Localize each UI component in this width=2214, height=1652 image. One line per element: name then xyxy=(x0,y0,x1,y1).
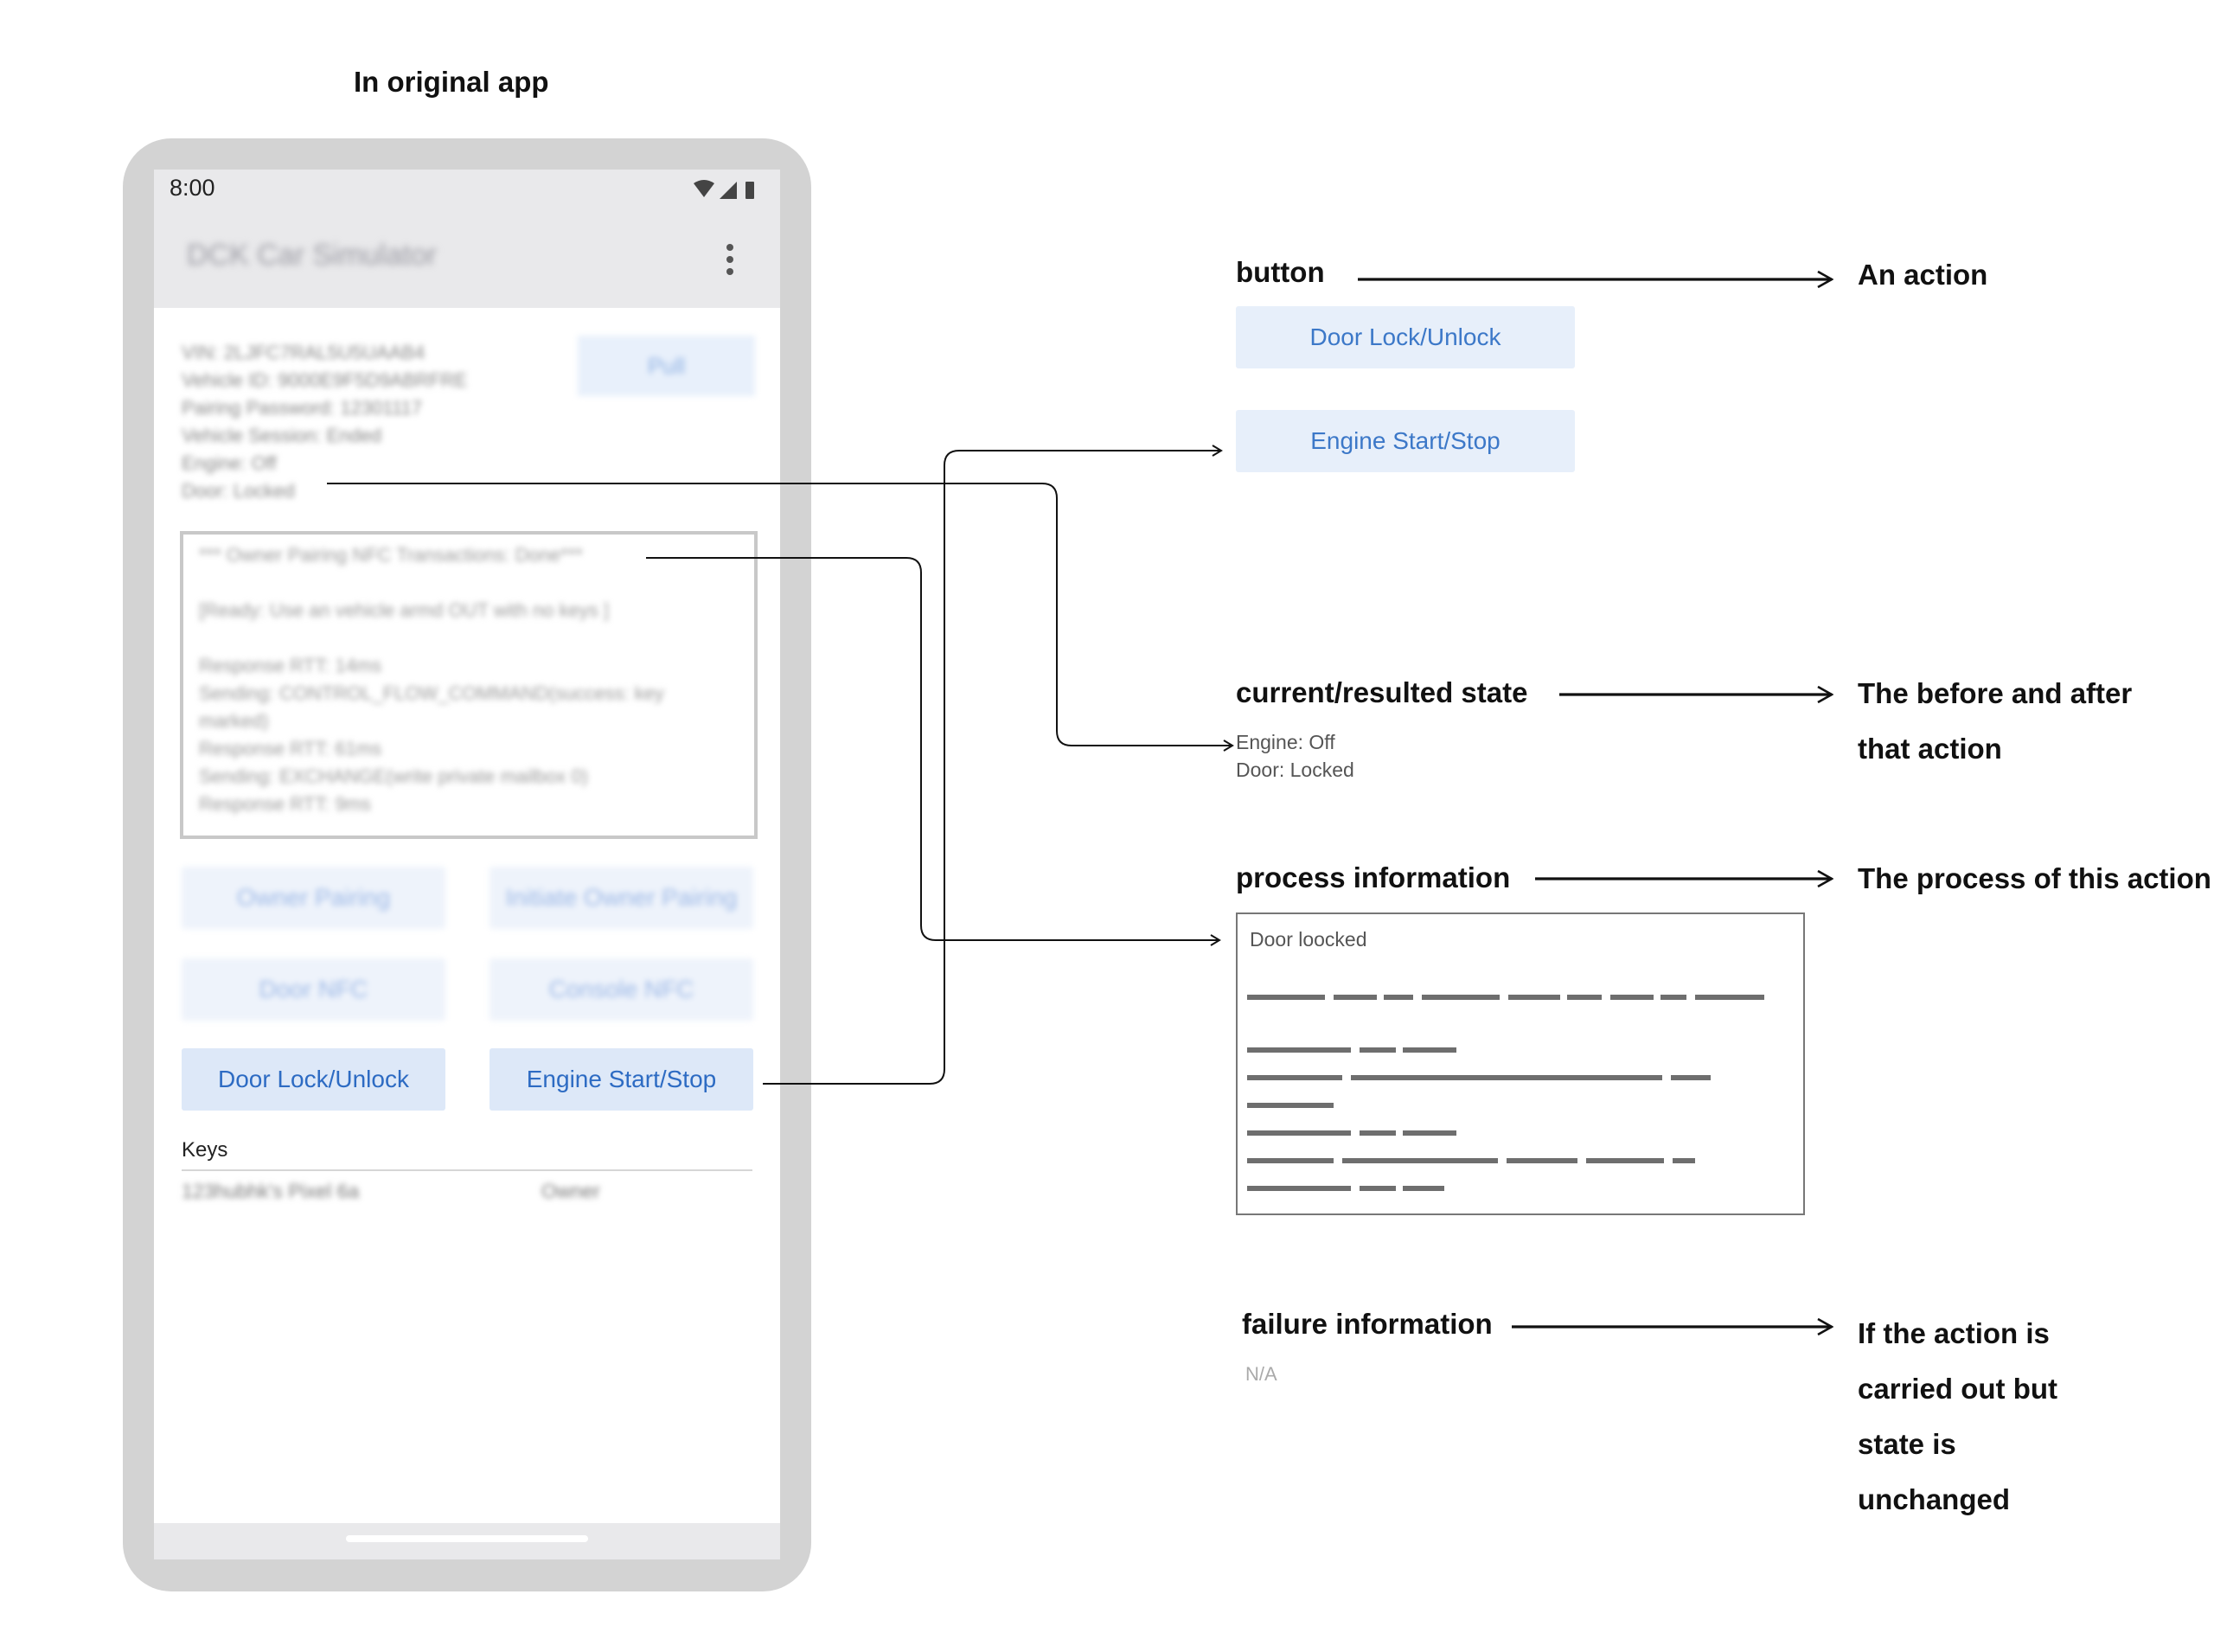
log-line: [Ready: Use an vehicle armd OUT with no … xyxy=(199,599,610,621)
process-box-title: Door loocked xyxy=(1250,928,1367,951)
door-state: Door: Locked xyxy=(1236,759,1354,781)
failure-heading: failure information xyxy=(1242,1308,1493,1340)
phone-screen: 8:00 DCK Car Simulator VIN: 2LJFC7RAL5U5… xyxy=(154,170,780,1559)
failure-description: If the action is carried out but state i… xyxy=(1858,1317,2058,1515)
log-line: Response RTT: 61ms xyxy=(199,738,382,759)
status-icons xyxy=(694,180,754,199)
keys-label: Keys xyxy=(182,1138,228,1162)
engine-start-stop-button[interactable]: Engine Start/Stop xyxy=(490,1048,753,1111)
process-description: The process of this action xyxy=(1858,862,2211,894)
process-placeholder-lines xyxy=(1247,995,1764,1191)
log-line: Response RTT: 9ms xyxy=(199,793,371,815)
log-line xyxy=(199,569,664,597)
home-indicator[interactable] xyxy=(346,1535,588,1542)
failure-value: N/A xyxy=(1245,1363,1277,1385)
button-heading: button xyxy=(1236,256,1325,288)
key-device-name: 123hubhk's Pixel 6a xyxy=(182,1180,360,1202)
pull-button[interactable]: Pull xyxy=(578,336,755,396)
owner-pairing-button[interactable]: Owner Pairing xyxy=(182,867,445,929)
door-lock-unlock-sample-button[interactable]: Door Lock/Unlock xyxy=(1236,306,1575,368)
app-title: DCK Car Simulator xyxy=(187,239,438,272)
more-options-icon[interactable] xyxy=(726,244,735,275)
process-info-box: Door loocked xyxy=(1236,912,1805,1215)
wifi-icon xyxy=(694,180,714,197)
transaction-log: *** Owner Pairing NFC Transactions: Done… xyxy=(180,531,758,839)
vehicle-info-line: VIN: 2LJFC7RAL5U5UAAB4 xyxy=(182,342,426,363)
vehicle-info-line: Engine: Off xyxy=(182,452,277,474)
initiate-owner-pairing-button[interactable]: Initiate Owner Pairing xyxy=(490,867,753,929)
app-bar: 8:00 DCK Car Simulator xyxy=(154,170,780,308)
page-title: In original app xyxy=(354,66,549,98)
vehicle-info-line: Door: Locked xyxy=(182,480,295,502)
battery-icon xyxy=(745,182,754,199)
key-role: Owner xyxy=(541,1180,600,1202)
vehicle-info: VIN: 2LJFC7RAL5U5UAAB4 Vehicle ID: 9000E… xyxy=(182,339,467,505)
state-heading: current/resulted state xyxy=(1236,676,1528,708)
vehicle-info-line: Pairing Password: 12301117 xyxy=(182,397,423,419)
door-nfc-button[interactable]: Door NFC xyxy=(182,958,445,1021)
process-heading: process information xyxy=(1236,861,1511,893)
log-line xyxy=(199,624,664,652)
button-description: An action xyxy=(1858,259,1988,291)
door-lock-unlock-button[interactable]: Door Lock/Unlock xyxy=(182,1048,445,1111)
status-time: 8:00 xyxy=(170,175,215,201)
vehicle-info-line: Vehicle ID: 9000E9F5D9ABRFRE xyxy=(182,369,468,391)
log-line: marked) xyxy=(199,710,269,732)
console-nfc-button[interactable]: Console NFC xyxy=(490,958,753,1021)
log-line: Response RTT: 14ms xyxy=(199,655,382,676)
button-connector xyxy=(763,445,1223,1085)
state-values: Engine: Off Door: Locked xyxy=(1236,728,1354,784)
log-line: Sending: EXCHANGE(write private mailbox … xyxy=(199,765,588,787)
engine-state: Engine: Off xyxy=(1236,731,1335,753)
vehicle-info-line: Vehicle Session: Ended xyxy=(182,425,382,446)
log-line: *** Owner Pairing NFC Transactions: Done… xyxy=(199,544,583,566)
state-description: The before and after that action xyxy=(1858,677,2133,765)
engine-start-stop-sample-button[interactable]: Engine Start/Stop xyxy=(1236,410,1575,472)
log-line: Sending: CONTROL_FLOW_COMMAND(success: k… xyxy=(199,682,664,704)
signal-icon xyxy=(720,182,737,199)
divider xyxy=(182,1169,752,1171)
